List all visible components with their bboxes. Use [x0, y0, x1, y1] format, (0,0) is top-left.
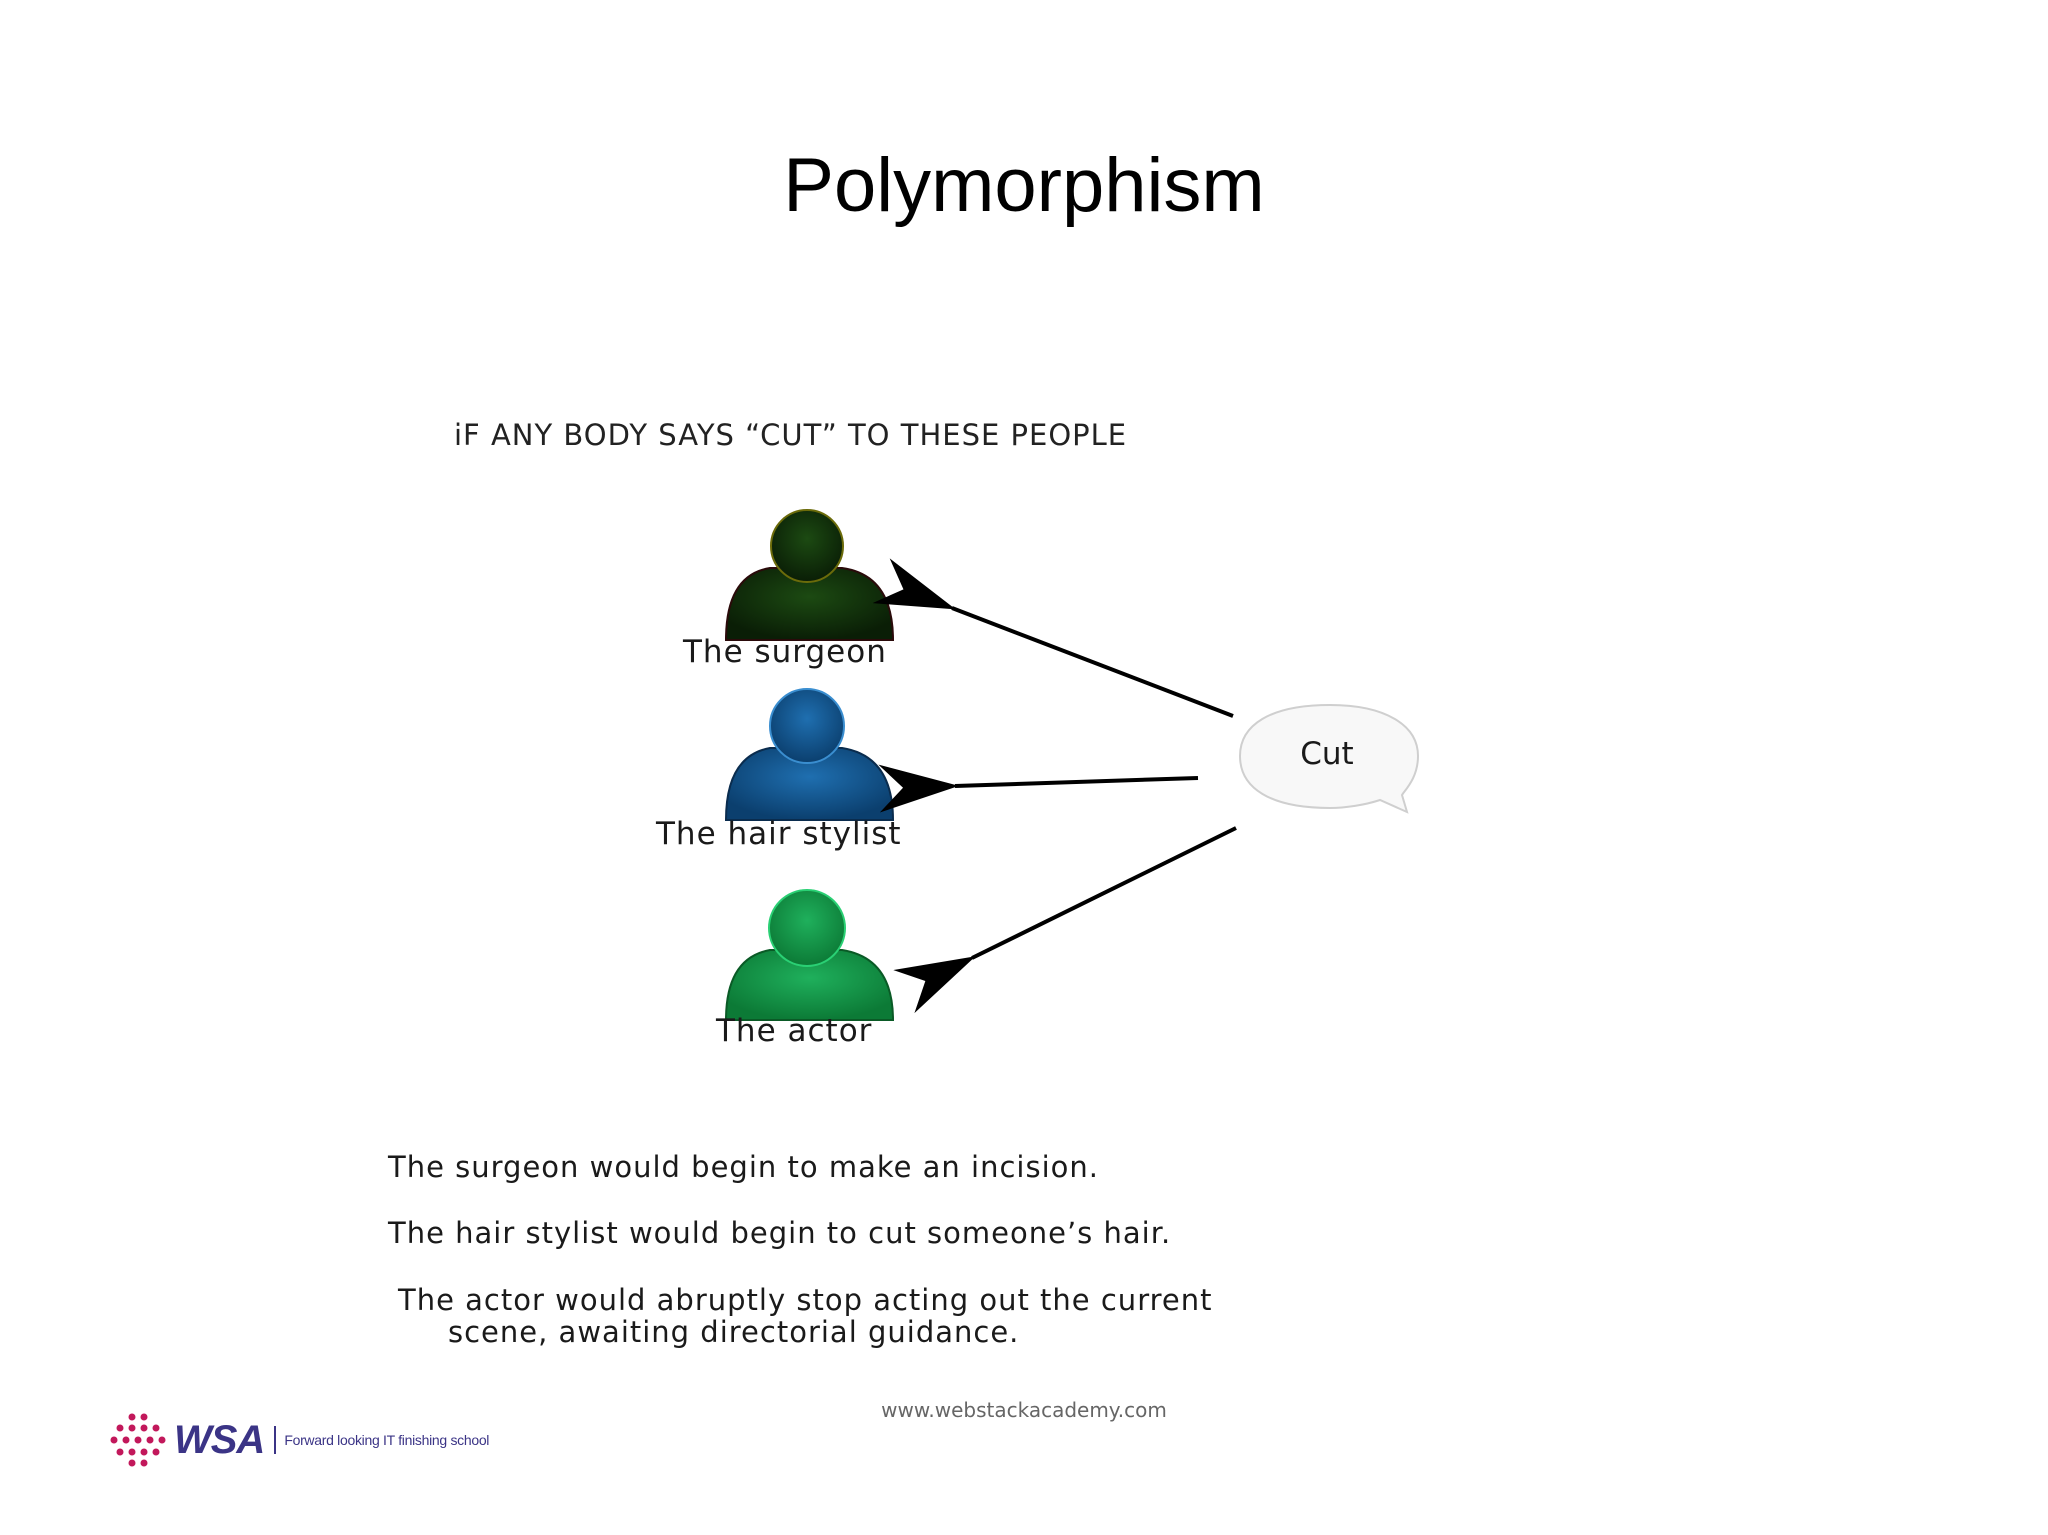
arrow-to-surgeon — [872, 558, 1234, 718]
wsa-logo: WSA Forward looking IT finishing school — [110, 1410, 489, 1470]
surgeon-figure-icon — [724, 509, 895, 641]
arrow-to-actor — [893, 826, 1237, 1014]
wsa-dots-logo-icon — [110, 1413, 166, 1467]
actor-label: The actor — [716, 1013, 873, 1049]
speech-bubble-icon — [1238, 703, 1420, 814]
logo-divider — [274, 1426, 277, 1454]
actor-description-line-1: The actor would abruptly stop acting out… — [398, 1283, 1213, 1317]
actor-figure-icon — [724, 889, 895, 1021]
hair-stylist-figure-icon — [724, 688, 895, 821]
logo-tagline: Forward looking IT finishing school — [284, 1432, 490, 1448]
surgeon-description: The surgeon would begin to make an incis… — [388, 1150, 1099, 1184]
slide-title: Polymorphism — [783, 143, 1265, 228]
bubble-text: Cut — [1300, 736, 1354, 772]
actor-description-line-2: scene, awaiting directorial guidance. — [448, 1315, 1020, 1349]
footer-url: www.webstackacademy.com — [881, 1398, 1167, 1422]
hair-stylist-label: The hair stylist — [656, 816, 902, 852]
diagram-caption: iF ANY BODY SAYS “CUT” TO THESE PEOPLE — [454, 418, 1128, 452]
arrow-to-hair-stylist — [878, 764, 1199, 813]
surgeon-label: The surgeon — [683, 634, 887, 670]
hair-stylist-description: The hair stylist would begin to cut some… — [388, 1216, 1172, 1250]
logo-name: WSA — [174, 1417, 265, 1462]
